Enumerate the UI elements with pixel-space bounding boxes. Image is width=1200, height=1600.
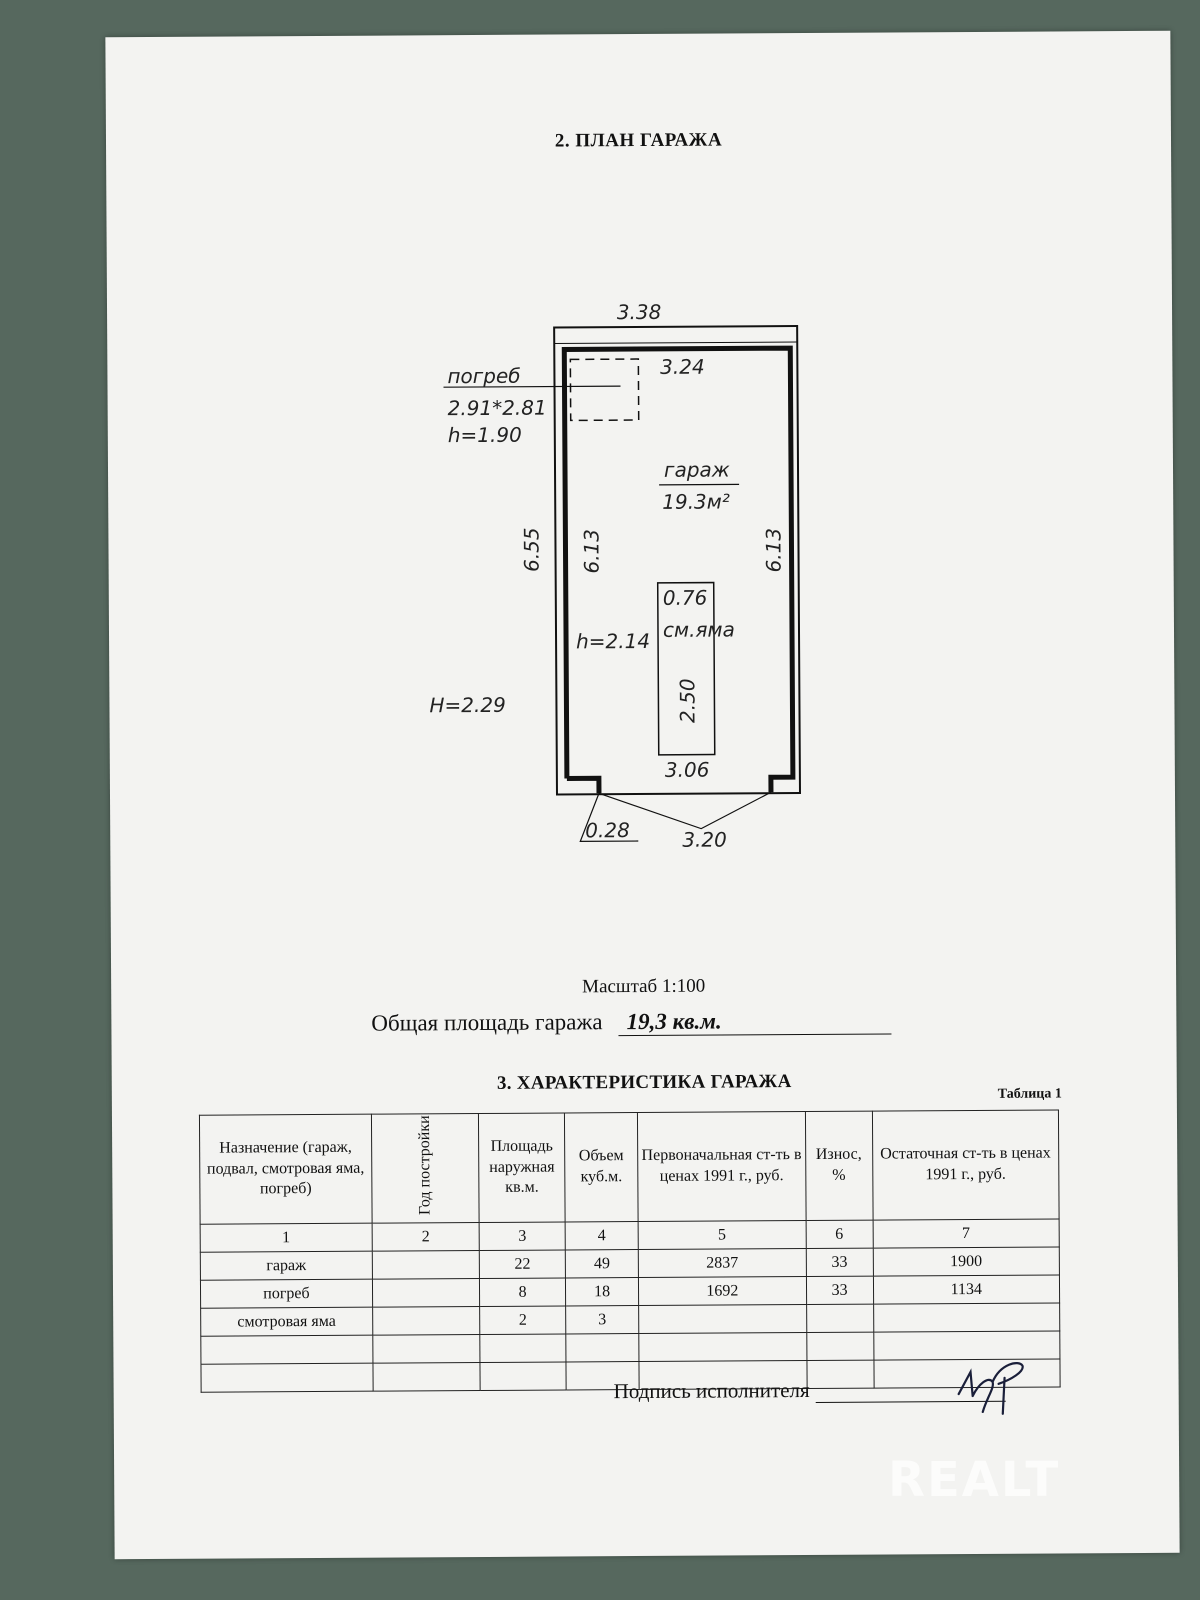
- total-area-label: Общая площадь гаража: [371, 1009, 603, 1036]
- garage-floor-plan: 3.38 3.24 погреб 2.91*2.81 h=1.90 гараж …: [429, 300, 801, 852]
- table-cell: [200, 1335, 373, 1365]
- total-area-line: Общая площадь гаража 19,3 кв.м.: [371, 1007, 892, 1037]
- dim-inner-width-bottom: 3.06: [665, 758, 710, 782]
- table-cell: [479, 1333, 567, 1363]
- table-cell: [480, 1361, 567, 1391]
- total-area-value: 19,3 кв.м.: [618, 1007, 892, 1037]
- table-cell: 33: [806, 1276, 874, 1305]
- dim-inner-length-right: 6.13: [761, 528, 785, 573]
- gate-dimension-line: [598, 791, 772, 830]
- table-cell: гараж: [200, 1251, 373, 1281]
- pier-leader-line: [579, 793, 639, 842]
- table-cell: 1692: [638, 1276, 807, 1306]
- table-cell: [372, 1306, 480, 1336]
- header-purpose: Назначение (гараж, подвал, смотровая яма…: [199, 1114, 372, 1225]
- signature-line: Подпись исполнителя: [614, 1377, 1006, 1404]
- left-pier: [566, 775, 602, 794]
- table-cell: [200, 1363, 373, 1393]
- table-cell: 33: [805, 1248, 874, 1277]
- table-cell: [806, 1332, 874, 1361]
- pit-width: 0.76: [663, 586, 708, 610]
- column-number: 5: [638, 1220, 806, 1250]
- pit-label: см.яма: [663, 617, 735, 641]
- pit-length: 2.50: [675, 678, 699, 723]
- table-cell: [638, 1332, 807, 1362]
- cellar-height: h=1.90: [448, 423, 522, 447]
- dim-outer-length: 6.55: [519, 527, 543, 572]
- inspection-pit: [656, 581, 716, 756]
- document-sheet: 2. ПЛАН ГАРАЖА 3.38 3.24 погреб 2.91*2.8…: [105, 30, 1180, 1560]
- table-cell: 2: [479, 1305, 566, 1335]
- inner-wall: [561, 345, 796, 793]
- characteristics-table: Назначение (гараж, подвал, смотровая яма…: [199, 1109, 1061, 1393]
- table-cell: [372, 1250, 480, 1280]
- table-cell: 49: [565, 1249, 639, 1278]
- header-year: Год постройки: [371, 1113, 480, 1224]
- table-cell: [372, 1278, 480, 1308]
- dim-outer-width: 3.38: [617, 300, 662, 324]
- scale-text: Масштаб 1:100: [582, 975, 706, 998]
- table-cell: [372, 1362, 481, 1392]
- header-area: Площадь наружная кв.м.: [478, 1112, 566, 1223]
- wall-inner-line: [554, 341, 798, 345]
- table-cell: [638, 1304, 807, 1334]
- dim-inner-width-top: 3.24: [660, 355, 705, 379]
- table-header-row: Назначение (гараж, подвал, смотровая яма…: [199, 1109, 1060, 1225]
- column-number: 1: [200, 1223, 373, 1253]
- cellar-label: погреб: [447, 364, 520, 388]
- table-cell: [873, 1302, 1060, 1333]
- column-number: 6: [805, 1220, 873, 1249]
- garage-area: 19.3м²: [662, 489, 730, 513]
- cellar-size: 2.91*2.81: [448, 396, 547, 421]
- table-cell: [806, 1304, 874, 1333]
- header-residual-cost: Остаточная ст-ть в ценах 1991 г., руб.: [871, 1109, 1060, 1221]
- table-caption: Таблица 1: [997, 1086, 1062, 1102]
- table-cell: 1900: [872, 1246, 1060, 1277]
- handwritten-signature: [957, 1362, 1024, 1415]
- table-cell: [372, 1334, 481, 1364]
- table-cell: 8: [479, 1277, 566, 1307]
- header-initial-cost: Первоначальная ст-ть в ценах 1991 г., ру…: [637, 1111, 806, 1222]
- realt-watermark-logo: REALT: [888, 1452, 1061, 1508]
- table-cell: смотровая яма: [200, 1307, 373, 1337]
- header-volume: Объем куб.м.: [564, 1112, 639, 1222]
- table-cell: 1134: [873, 1274, 1060, 1305]
- table-cell: погреб: [200, 1279, 373, 1309]
- cellar-outline: [569, 358, 640, 422]
- table-cell: 18: [565, 1277, 639, 1306]
- dim-gate: 3.20: [682, 827, 727, 851]
- garage-label: гараж: [664, 457, 730, 481]
- table-cell: 2837: [638, 1248, 807, 1278]
- table-cell: 3: [565, 1305, 639, 1334]
- column-number: 4: [565, 1221, 639, 1250]
- inner-height: h=2.14: [576, 629, 650, 653]
- column-number: 3: [479, 1221, 566, 1251]
- outer-height: H=2.29: [429, 693, 505, 717]
- cellar-leader-line: [443, 385, 621, 388]
- table-cell: 22: [479, 1249, 566, 1279]
- signature-label: Подпись исполнителя: [613, 1377, 810, 1404]
- header-wear: Износ, %: [804, 1111, 873, 1221]
- column-number: 2: [371, 1222, 480, 1252]
- plan-title: 2. ПЛАН ГАРАЖА: [554, 129, 723, 152]
- dim-inner-length-left: 6.13: [579, 529, 603, 574]
- outer-wall: [553, 325, 801, 796]
- table-cell: [565, 1333, 640, 1362]
- header-year-text: Год постройки: [416, 1115, 434, 1215]
- column-number: 7: [872, 1218, 1060, 1249]
- dim-pier: 0.28: [585, 818, 630, 842]
